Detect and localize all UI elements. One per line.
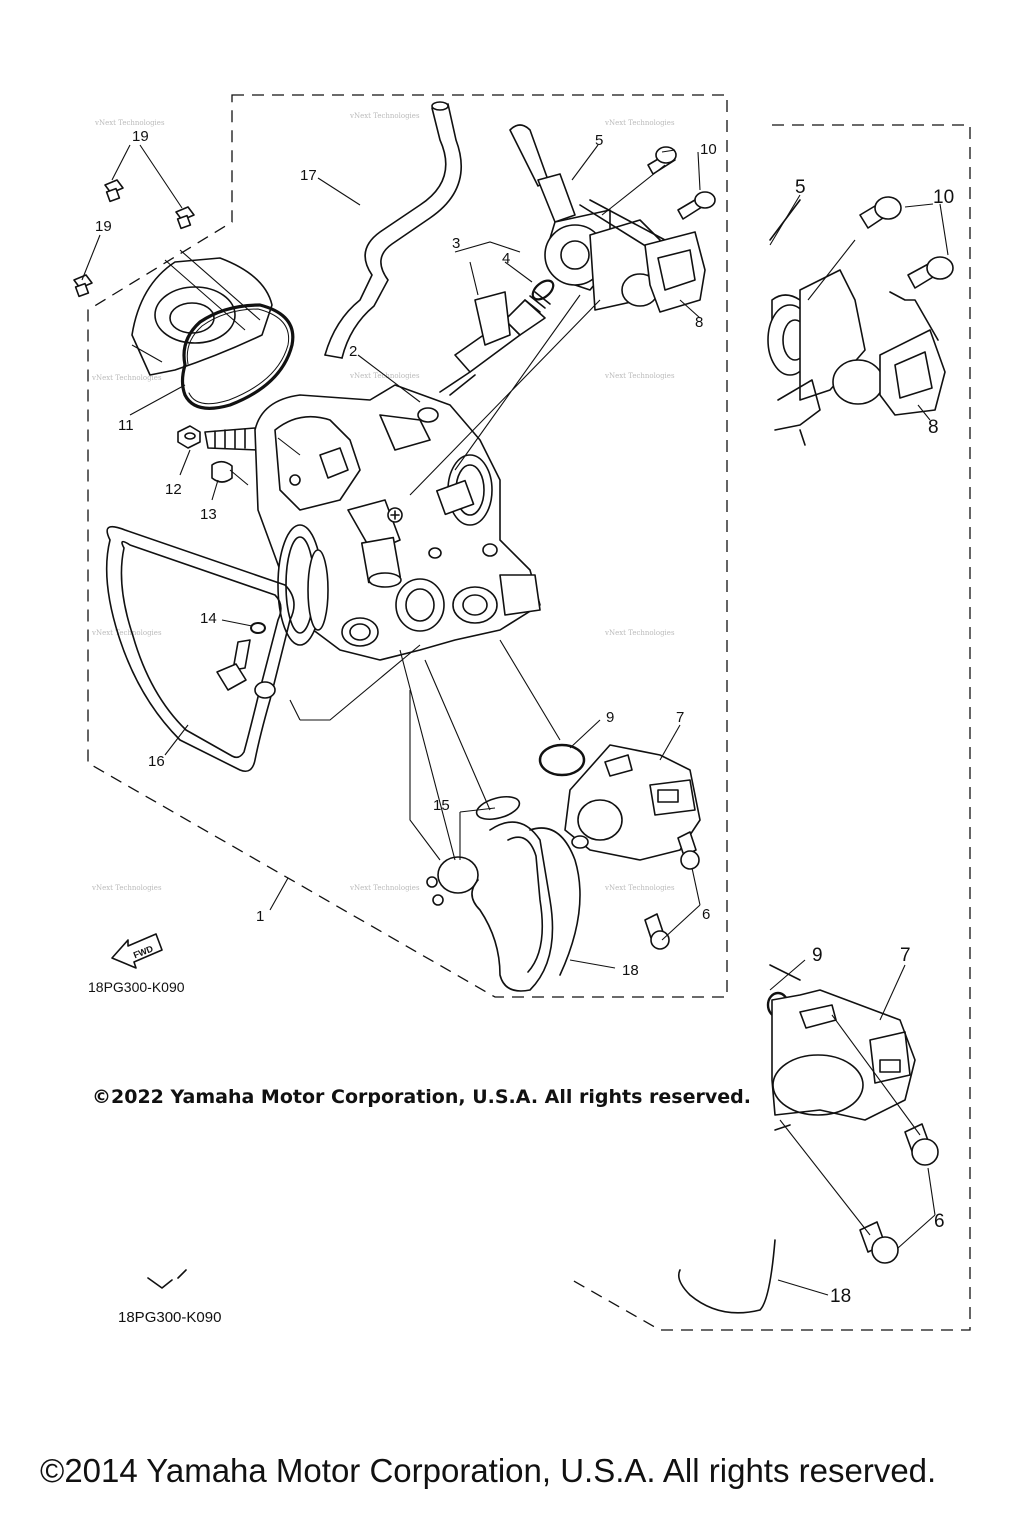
diagram-code: 18PG300-K090: [88, 979, 185, 995]
inset-bottom: 9 7 6 18: [677, 945, 945, 1314]
diagram-code-duplicate: 18PG300-K090: [118, 1309, 221, 1326]
part-13-cap: [211, 460, 233, 483]
callout-12: 12: [165, 481, 182, 498]
callout-6: 6: [702, 906, 710, 923]
callout-15: 15: [433, 797, 450, 814]
copyright-2014: ©2014 Yamaha Motor Corporation, U.S.A. A…: [40, 1452, 937, 1489]
callout-2: 2: [349, 343, 357, 360]
inset-boundary-top: [571, 124, 971, 1331]
watermark: vNext Technologies: [349, 884, 420, 892]
part-15-clamp: [426, 795, 521, 906]
watermark: vNext Technologies: [91, 884, 162, 892]
callout-8: 8: [695, 314, 703, 331]
callout-4: 4: [502, 250, 510, 267]
callout-9: 9: [606, 709, 614, 726]
part-18-hose: [471, 821, 581, 992]
watermark: vNext Technologies: [604, 372, 675, 380]
copyright-2022: ©2022 Yamaha Motor Corporation, U.S.A. A…: [92, 1086, 751, 1108]
part-2-seal: [417, 407, 439, 423]
watermark: vNext Technologies: [604, 119, 675, 127]
callout-5: 5: [595, 132, 603, 149]
inset-top: 5 10 8: [767, 177, 954, 446]
part-6-screws: [644, 831, 700, 950]
callout-10: 10: [700, 141, 717, 158]
part-10-bolts: [647, 146, 716, 220]
callouts: 19 19 17 3 4 5 10 8 2 11 12 13 14 16 9 7…: [95, 128, 717, 979]
assembly-boundary: [87, 94, 728, 998]
part-14-screw: [216, 622, 266, 691]
callout-9: 9: [812, 945, 823, 966]
watermark: vNext Technologies: [604, 629, 675, 637]
callout-18: 18: [622, 962, 639, 979]
part-12-nut: [177, 425, 201, 449]
watermark: vNext Technologies: [349, 372, 420, 380]
callout-11: 11: [118, 417, 134, 434]
callout-6: 6: [934, 1211, 945, 1232]
callout-5: 5: [795, 177, 806, 198]
callout-7: 7: [900, 945, 911, 966]
part-8-clip: [621, 231, 706, 313]
callout-16: 16: [148, 753, 165, 770]
callout-10: 10: [933, 187, 954, 208]
part-16-hose: [105, 525, 295, 773]
part-17-hose: [324, 101, 463, 359]
leader-lines: [81, 144, 701, 969]
callout-1: 1: [256, 908, 264, 925]
fwd-arrow-icon: FWD: [111, 933, 163, 969]
callout-17: 17: [300, 167, 317, 184]
callout-14: 14: [200, 610, 217, 627]
callout-8: 8: [928, 417, 939, 438]
fwd-arrow-fragment-icon: [147, 1269, 187, 1289]
watermark: vNext Technologies: [94, 119, 165, 127]
part-11-cover-plate: [131, 257, 295, 410]
part-4-seal: [531, 279, 555, 301]
callout-19: 19: [95, 218, 112, 235]
callout-7: 7: [676, 709, 684, 726]
part-19-bolts: [73, 179, 195, 298]
callout-3: 3: [452, 235, 460, 252]
watermark: vNext Technologies: [91, 629, 162, 637]
watermark: vNext Technologies: [349, 112, 420, 120]
part-12-nipple: [204, 427, 259, 451]
part-7-sensor: [564, 744, 701, 861]
callout-18: 18: [830, 1286, 851, 1307]
callout-13: 13: [200, 506, 217, 523]
part-1-throttle-body: [254, 384, 541, 661]
watermark: vNext Technologies: [91, 374, 162, 382]
watermark: vNext Technologies: [604, 884, 675, 892]
callout-19: 19: [132, 128, 149, 145]
part-9-oring: [538, 743, 586, 777]
part-3-injector: [439, 291, 551, 396]
